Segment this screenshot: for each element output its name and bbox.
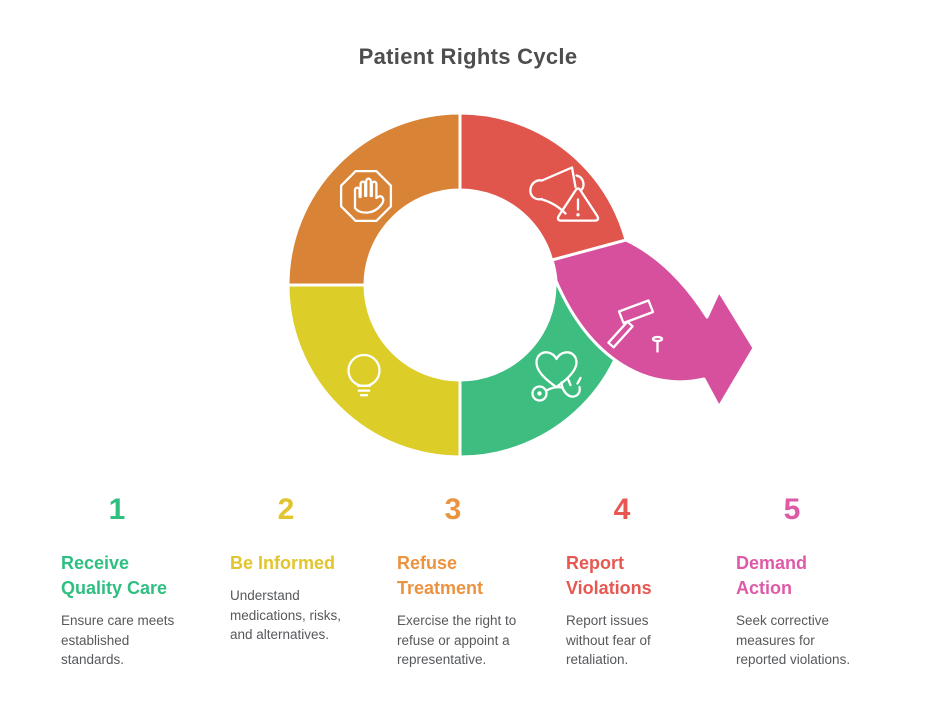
step-description: Understand medications, risks, and alter… [230, 588, 342, 642]
step-description: Ensure care meets established standards. [61, 613, 175, 667]
segment-demand-action-arrow [550, 238, 756, 409]
step-title: Refuse Treatment [397, 553, 484, 598]
exclamation-dot [576, 213, 580, 217]
segment-be-informed [286, 283, 462, 459]
heart-stethoscope-icon [531, 351, 582, 402]
step-number: 2 [277, 493, 295, 526]
step-title: Receive Quality Care [61, 553, 168, 598]
segment-refuse-treatment [286, 111, 462, 287]
lightbulb-icon [347, 353, 381, 397]
stethoscope-dot [537, 391, 542, 396]
stop-hand-icon [339, 169, 393, 223]
page-title: Patient Rights Cycle [358, 44, 578, 69]
hammer-nail-icon [607, 299, 664, 353]
step-number: 3 [444, 493, 462, 526]
step-4-report-violations: 4 Report Violations Report issues withou… [566, 495, 690, 670]
step-3-refuse-treatment: 3 Refuse Treatment Exercise the right to… [397, 495, 521, 670]
step-2-be-informed: 2 Be Informed Understand medications, ri… [230, 495, 354, 645]
step-title: Report Violations [566, 553, 652, 598]
step-number: 1 [108, 493, 126, 526]
step-number: 4 [613, 493, 631, 526]
step-description: Exercise the right to refuse or appoint … [397, 613, 517, 667]
step-title: Be Informed [230, 553, 336, 573]
step-description: Report issues without fear of retaliatio… [566, 613, 651, 667]
megaphone-warning-icon [529, 166, 600, 222]
step-number: 5 [783, 493, 801, 526]
step-1-receive-quality-care: 1 Receive Quality Care Ensure care meets… [61, 495, 185, 670]
step-title: Demand Action [736, 553, 808, 598]
step-5-demand-action: 5 Demand Action Seek corrective measures… [736, 495, 860, 670]
step-description: Seek corrective measures for reported vi… [736, 613, 851, 667]
